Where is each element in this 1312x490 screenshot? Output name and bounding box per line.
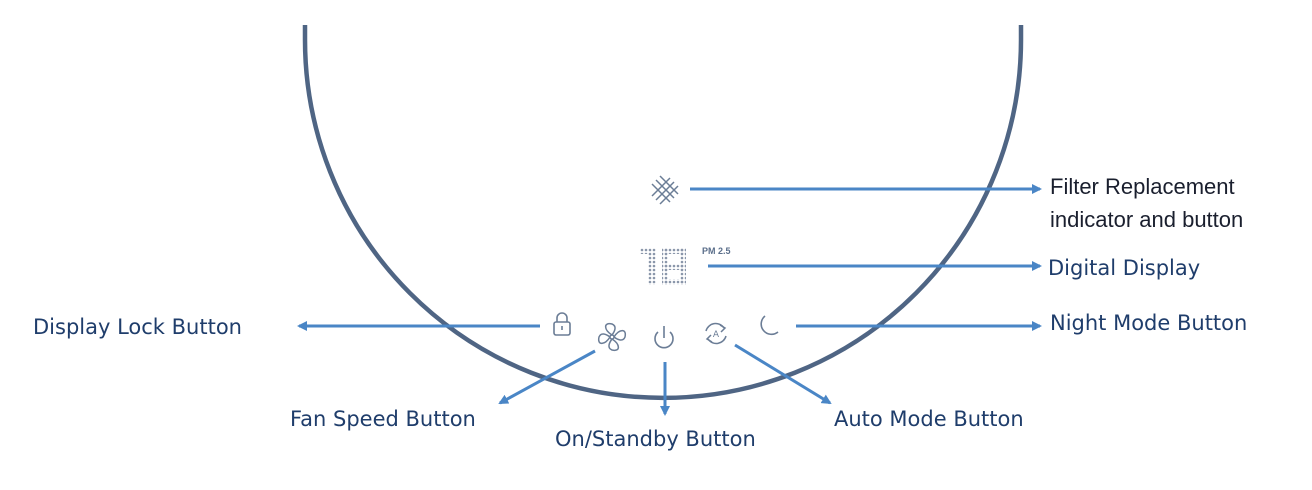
auto-mode-arrow [734, 343, 832, 405]
fan-icon[interactable] [597, 322, 627, 352]
display-lock-label: Display Lock Button [33, 315, 242, 339]
digital-display [640, 248, 686, 285]
fan-speed-label: Fan Speed Button [290, 407, 476, 431]
power-icon[interactable] [654, 326, 674, 349]
device-outline-ring [302, 25, 1024, 401]
on-standby-label: On/Standby Button [555, 427, 756, 451]
padlock-icon[interactable] [553, 312, 571, 336]
auto-mode-label: Auto Mode Button [834, 407, 1024, 431]
crescent-moon-icon[interactable] [760, 315, 779, 336]
digital-display-label: Digital Display [1048, 256, 1201, 280]
night-mode-label: Night Mode Button [1050, 311, 1248, 335]
display-unit-label: PM 2.5 [702, 246, 731, 256]
filter-grid-icon[interactable] [651, 175, 679, 205]
svg-text:A: A [713, 330, 720, 340]
filter-label: Filter Replacement indicator and button [1050, 174, 1244, 232]
auto-mode-icon[interactable]: A [705, 322, 727, 345]
fan-speed-arrow [498, 349, 596, 405]
